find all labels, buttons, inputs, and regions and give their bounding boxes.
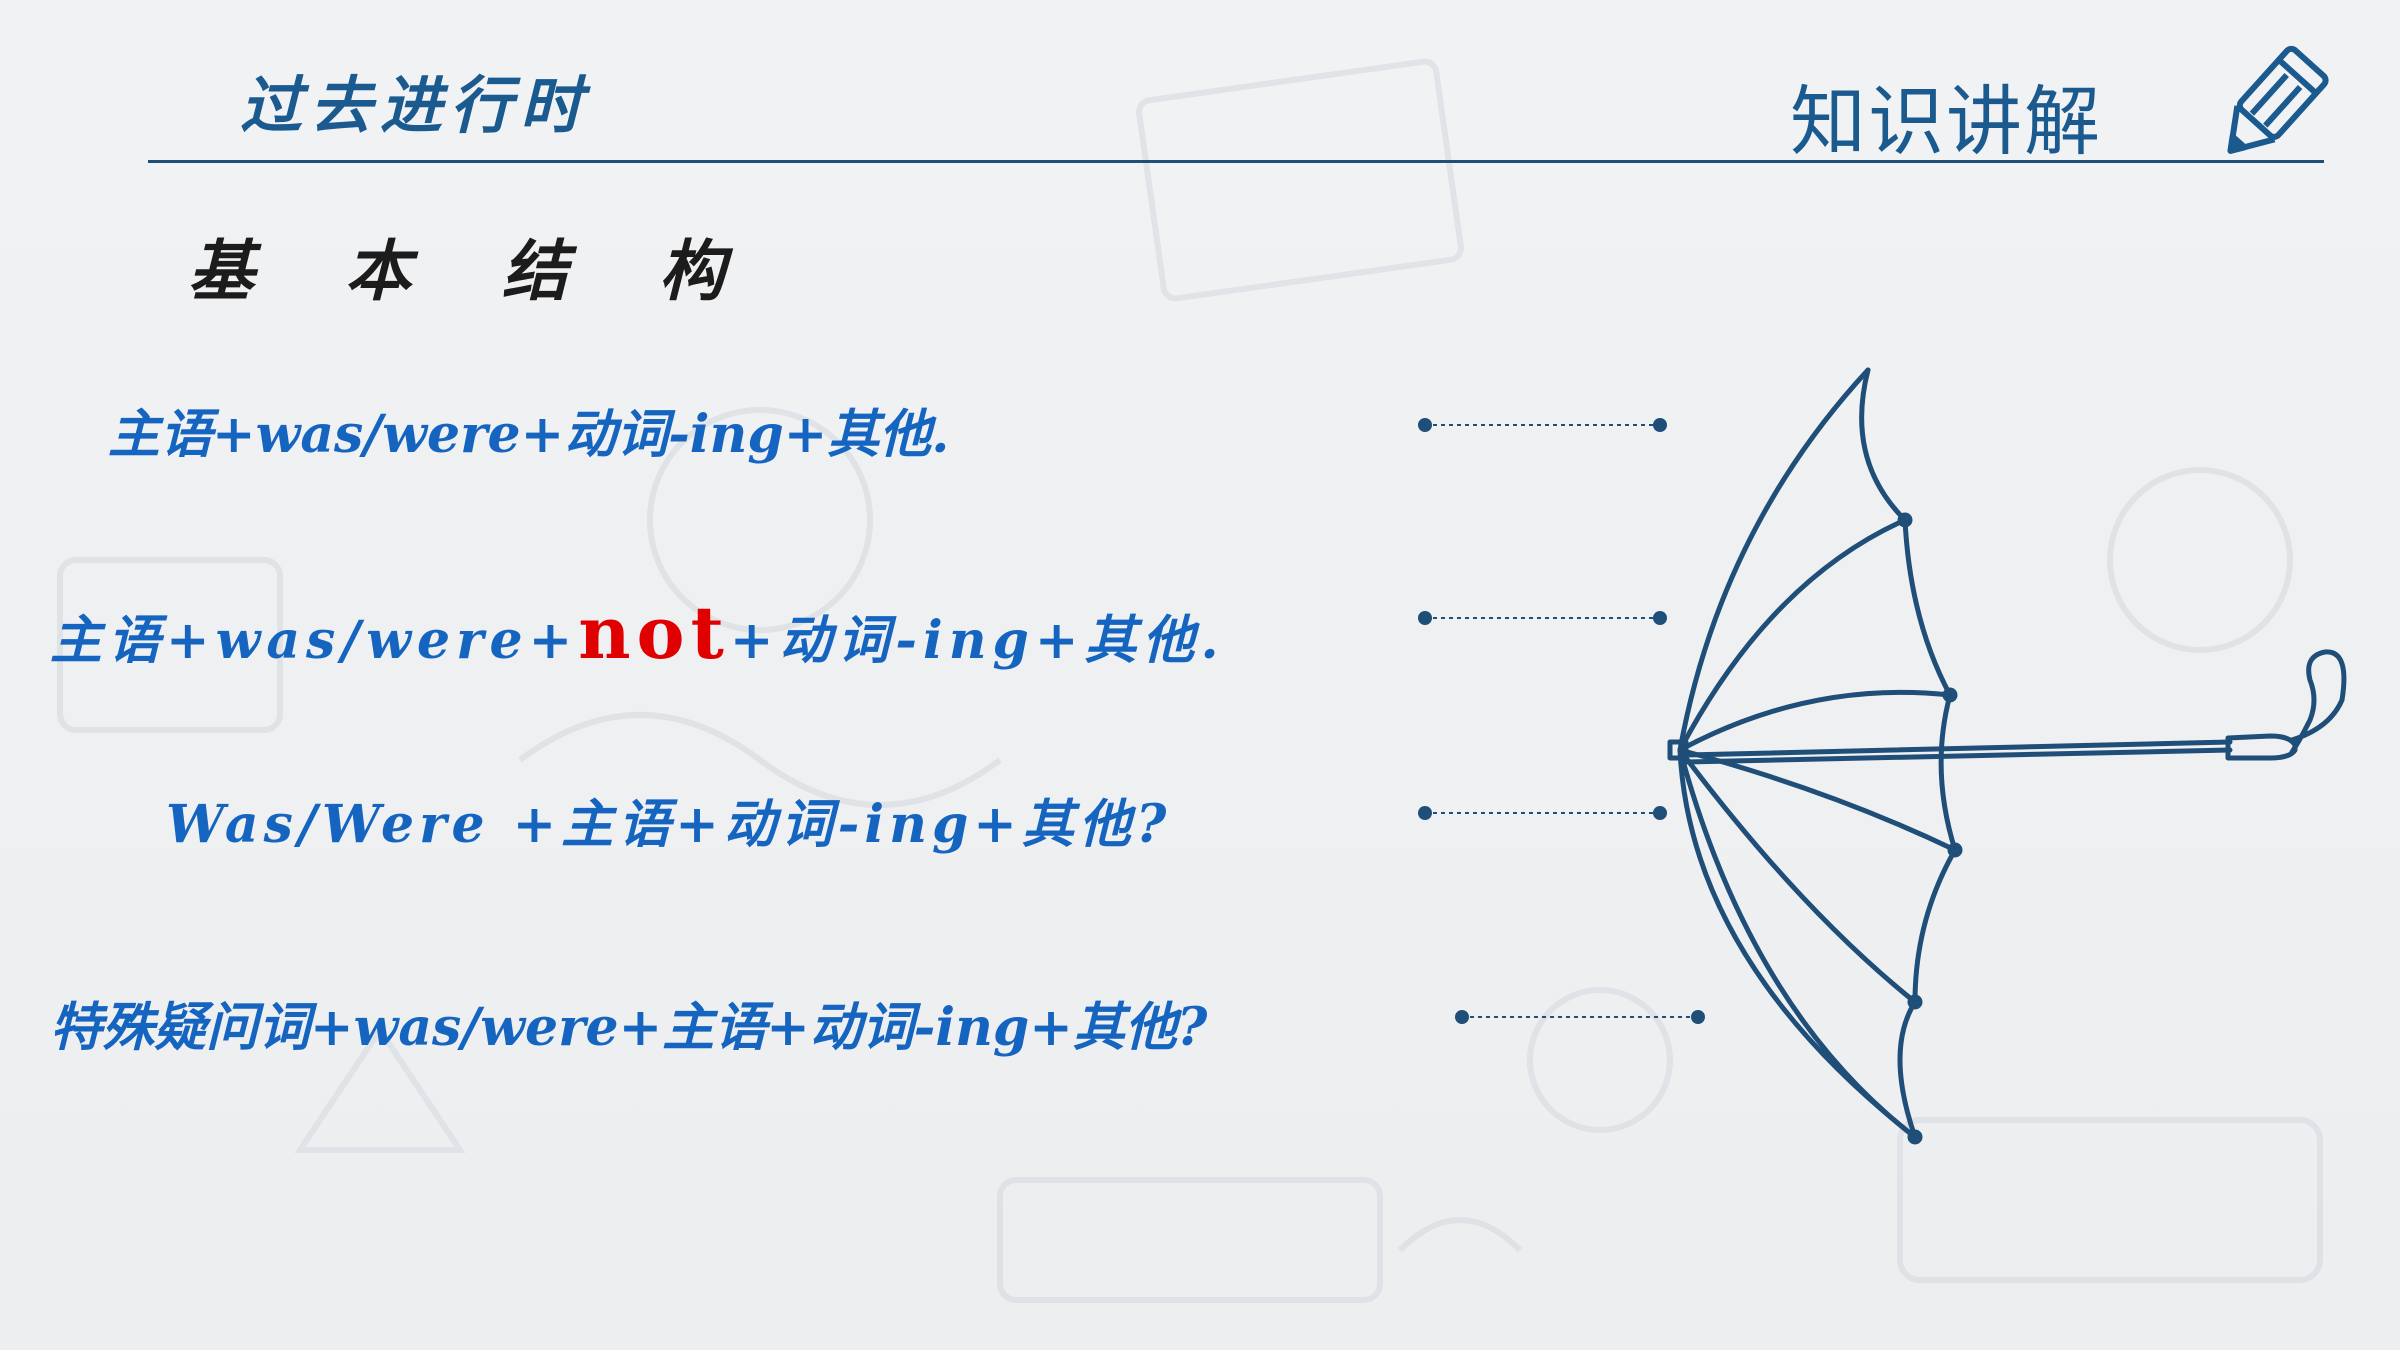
formula-negative-before: 主语+was/were+ bbox=[50, 610, 579, 671]
umbrella-illustration bbox=[1418, 367, 2347, 1145]
formula-affirmative: 主语+was/were+动词-ing+其他. bbox=[108, 404, 950, 465]
connector-lines bbox=[1418, 418, 1705, 1024]
pencil-icon bbox=[2227, 45, 2329, 154]
section-subtitle: 基 本 结 构 bbox=[188, 232, 759, 310]
header-rule bbox=[148, 160, 2324, 163]
formula-negative-highlight: not bbox=[578, 590, 730, 675]
formula-general-question: Was/Were +主语+动词-ing+其他? bbox=[166, 794, 1172, 855]
formula-negative: 主语+was/were+not+动词-ing+其他. bbox=[50, 590, 1225, 675]
formula-special-question: 特殊疑问词+was/were+主语+动词-ing+其他? bbox=[50, 997, 1208, 1058]
section-tag: 知识讲解 bbox=[1790, 77, 2102, 166]
slide-title: 过去进行时 bbox=[240, 69, 591, 142]
formula-negative-after: +动词-ing+其他. bbox=[729, 610, 1225, 671]
